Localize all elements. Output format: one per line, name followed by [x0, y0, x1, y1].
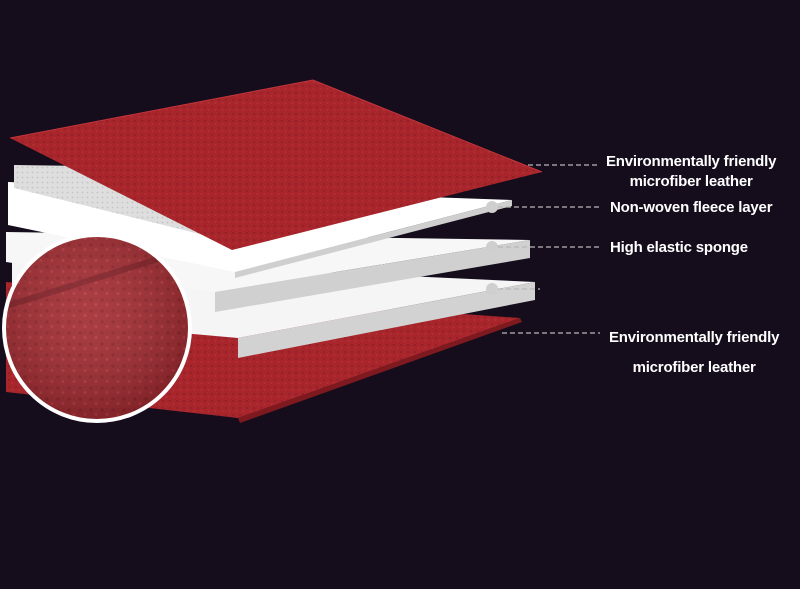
top-leather-layer	[9, 79, 543, 250]
label-bottom-leather-line1: Environmentally friendly	[609, 329, 780, 346]
label-bottom-leather: Environmentally friendly microfiber leat…	[609, 323, 779, 383]
label-top-leather-line1: Environmentally friendly	[606, 153, 777, 170]
leader-dots	[486, 201, 498, 295]
sponge-dot	[486, 241, 498, 253]
label-fleece: Non-woven fleece layer	[610, 199, 773, 216]
lower-sponge-dot	[486, 283, 498, 295]
label-bottom-leather-line2: microfiber leather	[632, 359, 756, 376]
fleece-dot	[486, 201, 498, 213]
leather-magnifier	[2, 233, 192, 423]
label-top-leather-line2: microfiber leather	[629, 173, 753, 190]
label-sponge: High elastic sponge	[610, 239, 748, 256]
leader-lines	[498, 164, 600, 334]
label-top-leather: Environmentally friendly microfiber leat…	[606, 152, 776, 192]
